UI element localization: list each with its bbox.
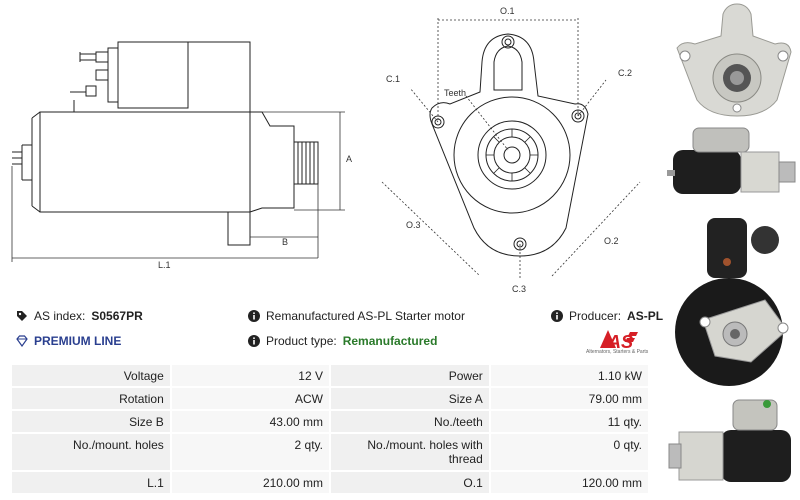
front-view-drawing: O.1 C.1 C.2 C.3 O.3 O.2 Teeth <box>381 6 641 294</box>
producer-value: AS-PL <box>627 309 664 323</box>
spec-label: Power <box>330 365 489 386</box>
spec-label: No./mount. holes with thread <box>330 434 489 470</box>
spec-label: Rotation <box>12 388 170 409</box>
spec-value: 0 qty. <box>490 434 648 470</box>
product-photo-front[interactable] <box>665 0 800 122</box>
spec-value: 2 qty. <box>171 434 329 470</box>
as-index-value: S0567PR <box>91 309 143 323</box>
product-type-label: Product type: <box>266 334 337 348</box>
info-icon <box>551 310 563 322</box>
spec-value: 1.10 kW <box>490 365 648 386</box>
premium-line-label: PREMIUM LINE <box>34 334 122 348</box>
side-view-drawing: A B L.1 <box>11 41 352 270</box>
spec-label: O.1 <box>330 472 489 493</box>
teeth-label: Teeth <box>444 88 466 98</box>
producer-row: Producer: AS-PL <box>551 309 663 323</box>
dim-o1-label: O.1 <box>500 6 515 16</box>
spec-value: 11 qty. <box>490 411 648 432</box>
logo-text: AS <box>607 332 633 352</box>
spec-value: 210.00 mm <box>171 472 329 493</box>
as-index-label: AS index: <box>34 309 86 323</box>
product-type-value: Remanufactured <box>342 334 438 348</box>
spec-label: L.1 <box>12 472 170 493</box>
product-photo-side[interactable] <box>665 122 800 210</box>
dim-l1-label: L.1 <box>158 260 171 270</box>
spec-label: Size B <box>12 411 170 432</box>
dim-o3-label: O.3 <box>406 220 421 230</box>
as-pl-logo: AS <box>600 330 638 352</box>
dim-a-label: A <box>346 154 352 164</box>
info-icon <box>248 310 260 322</box>
dim-c1-label: C.1 <box>386 74 400 84</box>
spec-value: ACW <box>171 388 329 409</box>
dim-o2-label: O.2 <box>604 236 619 246</box>
dim-c3-label: C.3 <box>512 284 526 294</box>
info-icon <box>248 335 260 347</box>
spec-label: No./mount. holes <box>12 434 170 470</box>
spec-label: No./teeth <box>330 411 489 432</box>
dim-c2-label: C.2 <box>618 68 632 78</box>
spec-value: 12 V <box>171 365 329 386</box>
product-description: Remanufactured AS-PL Starter motor <box>266 309 465 323</box>
producer-label: Producer: <box>569 309 622 323</box>
premium-line-badge: PREMIUM LINE <box>16 334 121 348</box>
as-index-row: AS index: S0567PR <box>16 309 143 323</box>
description-row: Remanufactured AS-PL Starter motor <box>248 309 465 323</box>
product-photo-angle[interactable] <box>665 392 800 500</box>
spec-value: 79.00 mm <box>490 388 648 409</box>
spec-label: Voltage <box>12 365 170 386</box>
product-type-row: Product type: Remanufactured <box>248 334 437 348</box>
spec-value: 120.00 mm <box>490 472 648 493</box>
spec-value: 43.00 mm <box>171 411 329 432</box>
tag-icon <box>17 311 27 321</box>
product-photo-rear[interactable] <box>665 210 800 390</box>
diamond-icon <box>16 335 28 347</box>
brand-tagline: Alternators, Starters & Parts <box>586 349 649 355</box>
dim-b-label: B <box>282 237 288 247</box>
spec-label: Size A <box>330 388 489 409</box>
